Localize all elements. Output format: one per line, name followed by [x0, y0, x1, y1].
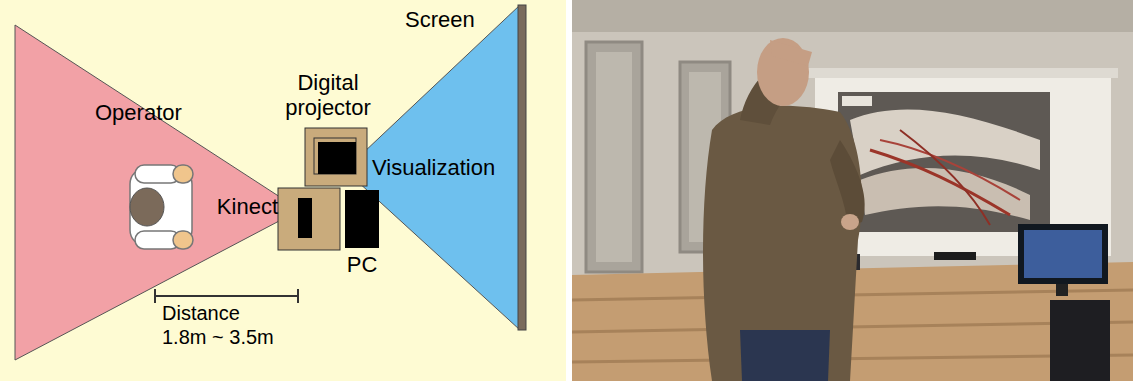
dimension-label: Distance 1.8m ~ 3.5m	[162, 301, 287, 349]
node-label: Kinect	[214, 194, 278, 219]
operator-zone-outline	[15, 25, 300, 360]
node-label: Screen	[405, 7, 485, 32]
projector-box: Digital projector	[305, 128, 367, 186]
pc-box-outline	[345, 190, 379, 248]
projector-box-outline	[305, 128, 367, 186]
projection-zone: Visualization	[345, 5, 520, 330]
node-label: Visualization	[372, 155, 512, 180]
screen-bar-outline	[518, 5, 526, 330]
node-label: Operator	[95, 100, 205, 125]
node-label: PC	[335, 252, 389, 277]
operator-zone: Operator	[15, 25, 300, 360]
pc-box: PC	[345, 190, 379, 248]
kinect-box: Kinect	[278, 188, 340, 250]
node-label: Digital projector	[273, 70, 383, 121]
kinect-box-outline	[278, 188, 340, 250]
screen-bar: Screen	[518, 5, 526, 330]
